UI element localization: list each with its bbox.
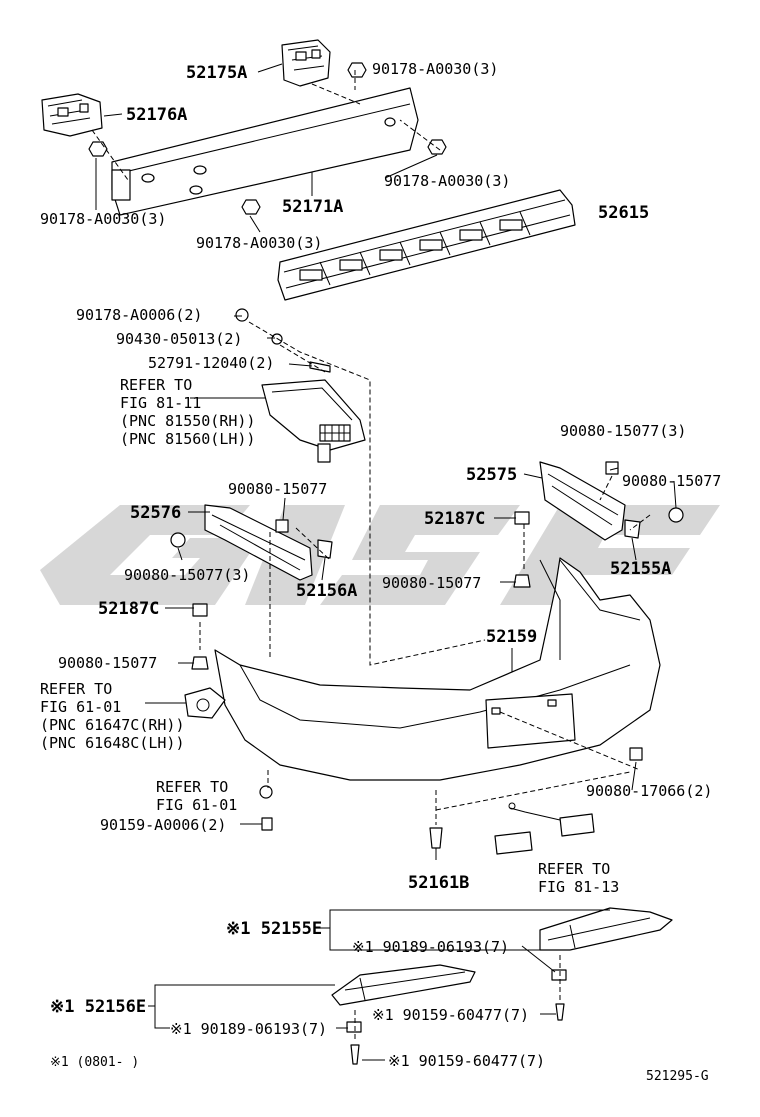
license-plate-area	[485, 693, 576, 749]
rivet-06193-lower[interactable]	[346, 1021, 362, 1033]
label-52176a: 52176A	[126, 105, 187, 125]
clip-52187c-right[interactable]	[514, 511, 530, 525]
label-52156a: 52156A	[296, 581, 357, 601]
label-90189-06193-lower: ※1 90189-06193(7)	[170, 1020, 327, 1038]
label-52187c-right: 52187C	[424, 509, 485, 529]
label-90178-a0030-top: 90178-A0030(3)	[372, 60, 498, 78]
nut-15077-left[interactable]	[191, 656, 209, 670]
refer-61-01-b-line1: REFER TO	[156, 778, 228, 796]
clip-90159-a0006[interactable]	[261, 817, 273, 831]
label-52155e: ※1 52155E	[226, 919, 322, 939]
bumper-retainer-cap[interactable]	[184, 687, 226, 719]
label-90159-a0006: 90159-A0006(2)	[100, 816, 226, 834]
label-90178-a0006: 90178-A0006(2)	[76, 306, 202, 324]
refer-81-11-line2: FIG 81-11	[120, 394, 201, 412]
refer-81-11-line4: (PNC 81560(LH))	[120, 430, 255, 448]
label-90080-15077-3-right: 90080-15077(3)	[560, 422, 686, 440]
refer-61-01-line2: FIG 61-01	[40, 698, 121, 716]
label-52155a: 52155A	[610, 559, 671, 579]
label-90178-a0030-left: 90178-A0030(3)	[40, 210, 166, 228]
cover-52156e[interactable]	[331, 964, 476, 1006]
bumper-cover-52159[interactable]	[214, 557, 661, 781]
label-90430-05013: 90430-05013(2)	[116, 330, 242, 348]
license-lamp[interactable]	[494, 802, 595, 855]
absorber-52615[interactable]	[277, 189, 576, 301]
refer-61-01-b-line2: FIG 61-01	[156, 796, 237, 814]
screw-60477-upper[interactable]	[555, 1003, 565, 1021]
screw-60477-lower[interactable]	[350, 1044, 360, 1065]
label-90178-a0030-mid: 90178-A0030(3)	[196, 234, 322, 252]
label-90189-06193-upper: ※1 90189-06193(7)	[352, 938, 509, 956]
label-90080-17066: 90080-17066(2)	[586, 782, 712, 800]
refer-61-01-line1: REFER TO	[40, 680, 112, 698]
nut-15077-mid[interactable]	[275, 519, 289, 533]
label-52171a: 52171A	[282, 197, 343, 217]
label-52575: 52575	[466, 465, 517, 485]
bracket-52175a[interactable]	[281, 39, 331, 87]
label-52175a: 52175A	[186, 63, 247, 83]
refer-81-13-line1: REFER TO	[538, 860, 610, 878]
label-52161b: 52161B	[408, 873, 469, 893]
cover-52155e[interactable]	[539, 907, 673, 951]
label-52156e: ※1 52156E	[50, 997, 146, 1017]
refer-81-11-line1: REFER TO	[120, 376, 192, 394]
label-90080-15077-center: 90080-15077	[382, 574, 481, 592]
nut-15077-right[interactable]	[668, 507, 684, 523]
clip-61-01[interactable]	[259, 785, 273, 799]
rear-lamp[interactable]	[261, 379, 366, 463]
nut-a0030-top[interactable]	[347, 62, 367, 78]
clip-52161b[interactable]	[429, 827, 443, 849]
footnote: ※1 (0801- )	[50, 1055, 139, 1070]
refer-61-01-line4: (PNC 61648C(LH))	[40, 734, 185, 752]
label-90159-60477-upper: ※1 90159-60477(7)	[372, 1006, 529, 1024]
side-bracket-52576[interactable]	[204, 504, 333, 581]
side-bracket-52575[interactable]	[539, 461, 641, 541]
label-90080-15077-mid: 90080-15077	[228, 480, 327, 498]
nut-90178-a0006[interactable]	[235, 308, 249, 322]
nut-a0030-mid[interactable]	[241, 199, 261, 215]
refer-81-13-line2: FIG 81-13	[538, 878, 619, 896]
label-52615: 52615	[598, 203, 649, 223]
nut-a0030-left[interactable]	[88, 141, 108, 157]
label-52576: 52576	[130, 503, 181, 523]
label-52159: 52159	[486, 627, 537, 647]
label-90178-a0030-right: 90178-A0030(3)	[384, 172, 510, 190]
nut-15077-3-left[interactable]	[170, 532, 186, 548]
label-52791-12040: 52791-12040(2)	[148, 354, 274, 372]
reinforcement-52171a[interactable]	[111, 87, 419, 216]
label-90080-15077-right: 90080-15077	[622, 472, 721, 490]
nut-15077-center[interactable]	[513, 574, 531, 588]
label-90159-60477-lower: ※1 90159-60477(7)	[388, 1052, 545, 1070]
clip-52187c-left[interactable]	[192, 603, 208, 617]
screw-52791[interactable]	[309, 361, 331, 373]
retainer-52155a[interactable]	[624, 519, 641, 539]
bracket-52176a[interactable]	[41, 93, 103, 137]
nut-a0030-right[interactable]	[427, 139, 447, 155]
diagram-id: 521295-G	[646, 1069, 709, 1084]
rivet-06193-upper[interactable]	[551, 969, 567, 981]
label-90080-15077-3-left: 90080-15077(3)	[124, 566, 250, 584]
refer-61-01-line3: (PNC 61647C(RH))	[40, 716, 185, 734]
refer-81-11-line3: (PNC 81550(RH))	[120, 412, 255, 430]
label-52187c-left: 52187C	[98, 599, 159, 619]
nut-90080-17066[interactable]	[629, 747, 643, 761]
label-90080-15077-left: 90080-15077	[58, 654, 157, 672]
retainer-52156a[interactable]	[317, 539, 333, 559]
